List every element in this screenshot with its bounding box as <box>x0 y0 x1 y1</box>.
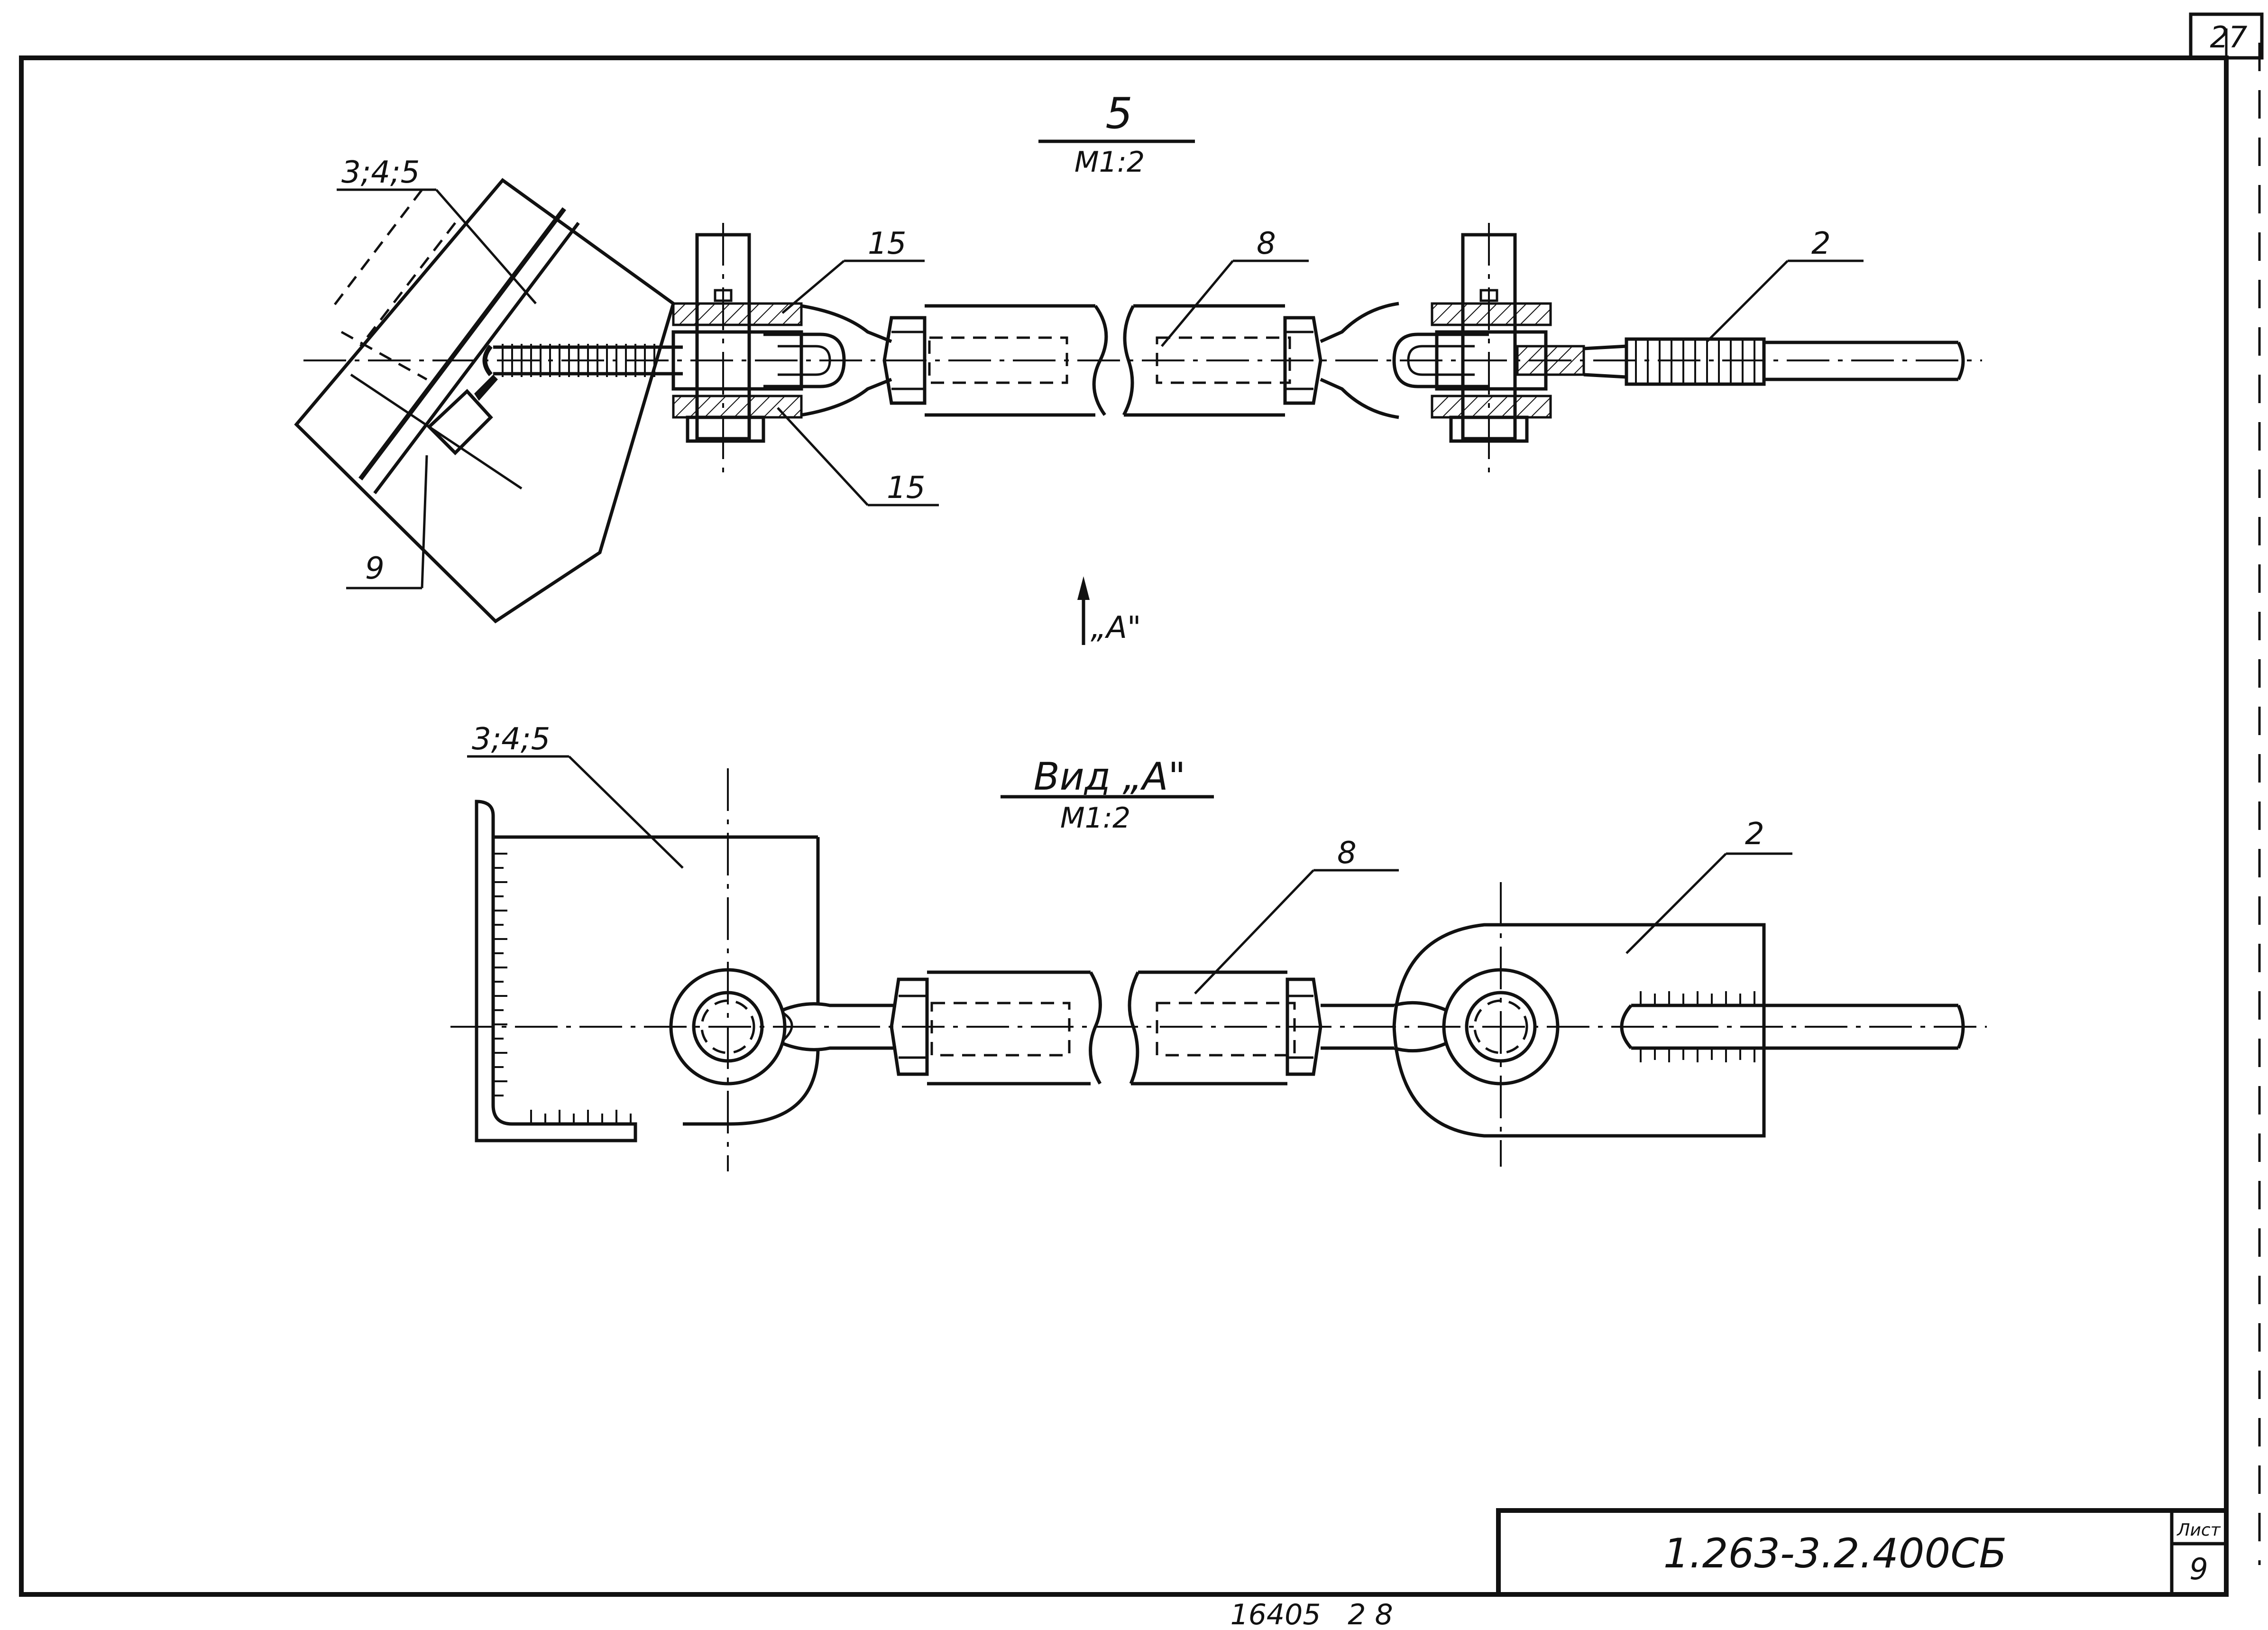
view-a-callout-assembly: 3;4;5 <box>472 722 550 757</box>
callout-15-top: 15 <box>868 226 906 261</box>
thread-marks <box>502 344 655 377</box>
view-a-callout-8: 8 <box>1337 836 1357 871</box>
page-code: 2 8 <box>1348 1598 1393 1630</box>
view-a-callouts: 3;4;5 8 2 <box>467 722 1792 995</box>
view-a-header: Вид „A" М1:2 <box>1001 755 1214 835</box>
sheet-number: 9 <box>2189 1552 2208 1586</box>
title-block: 1.263-3.2.400СБ Лист 9 <box>1496 1508 2229 1597</box>
view-a-title: Вид „A" <box>1034 755 1186 799</box>
callout-8-top: 8 <box>1257 226 1276 261</box>
section-5-title: 5 <box>1105 89 1132 138</box>
drawing-frame <box>19 28 2261 1597</box>
section-5-drawing <box>294 178 1982 624</box>
view-a-scale: М1:2 <box>1060 801 1130 835</box>
footer: 16405 2 8 <box>1230 1598 1393 1630</box>
callout-assembly-top: 3;4;5 <box>341 155 420 190</box>
section-5-scale: М1:2 <box>1074 146 1145 179</box>
callout-9: 9 <box>365 551 385 586</box>
sheet-tab: 27 <box>2189 12 2264 60</box>
section-5-header: 5 М1:2 <box>1038 89 1195 179</box>
view-a-drawing <box>450 768 1987 1171</box>
document-designation: 1.263-3.2.400СБ <box>1663 1530 2007 1577</box>
view-a-arrow-label: „A" <box>1091 610 1141 645</box>
section-5-callouts: 3;4;5 15 15 8 2 9 „A" <box>337 155 1864 645</box>
sheet-tab-number: 27 <box>2210 20 2248 55</box>
view-a-callout-2: 2 <box>1745 817 1764 852</box>
sheet-label: Лист <box>2176 1520 2221 1540</box>
archive-number: 16405 <box>1230 1598 1321 1630</box>
callout-15-bottom: 15 <box>887 470 925 506</box>
callout-2-top: 2 <box>1811 226 1831 261</box>
